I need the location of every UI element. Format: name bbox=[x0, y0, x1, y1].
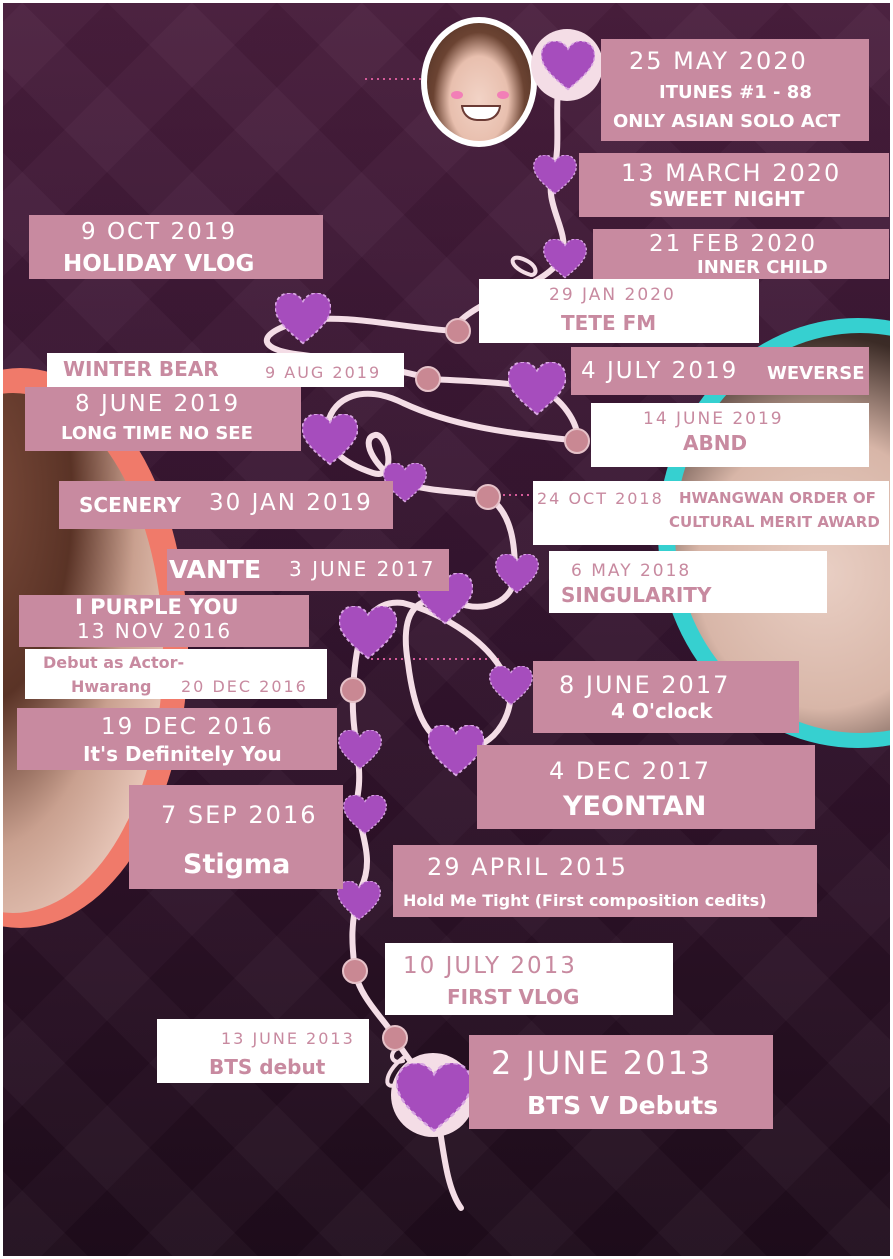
entry-line: CULTURAL MERIT AWARD bbox=[669, 513, 880, 531]
entry-24-oct-2018: 24 OCT 2018 HWANGWAN ORDER OF CULTURAL M… bbox=[533, 481, 889, 545]
entry-title: ABND bbox=[683, 431, 748, 455]
entry-line: Hwarang bbox=[71, 677, 152, 696]
entry-date: 13 MARCH 2020 bbox=[621, 159, 842, 187]
entry-date: 6 MAY 2018 bbox=[571, 561, 692, 581]
entry-29-jan-2020: 29 JAN 2020 TETE FM bbox=[479, 279, 759, 343]
entry-13-march-2020: 13 MARCH 2020 SWEET NIGHT bbox=[579, 153, 889, 217]
entry-title: INNER CHILD bbox=[697, 257, 828, 278]
entry-4-dec-2017: 4 DEC 2017 YEONTAN bbox=[477, 745, 815, 829]
entry-date: 29 JAN 2020 bbox=[549, 285, 676, 305]
heart-icon bbox=[508, 362, 566, 416]
entry-date: 21 FEB 2020 bbox=[649, 231, 817, 257]
entry-date: 4 DEC 2017 bbox=[549, 757, 712, 785]
entry-9-aug-2019: WINTER BEAR 9 AUG 2019 bbox=[47, 353, 404, 387]
entry-date: 9 AUG 2019 bbox=[265, 363, 382, 382]
entry-7-sep-2016: 7 SEP 2016 Stigma bbox=[129, 785, 343, 889]
entry-13-june-2013: 13 JUNE 2013 BTS debut bbox=[157, 1019, 369, 1083]
entry-title: LONG TIME NO SEE bbox=[61, 423, 253, 444]
heart-icon bbox=[338, 730, 382, 770]
entry-9-oct-2019: 9 OCT 2019 HOLIDAY VLOG bbox=[29, 215, 323, 279]
timeline-dot bbox=[342, 958, 368, 984]
entry-title: I PURPLE YOU bbox=[75, 595, 239, 619]
timeline-dot bbox=[415, 366, 441, 392]
entry-2-june-2013: 2 JUNE 2013 BTS V Debuts bbox=[469, 1035, 773, 1129]
entry-title: It's Definitely You bbox=[83, 742, 282, 766]
timeline-ribbon-layer bbox=[263, 29, 603, 1211]
entry-title: TETE FM bbox=[561, 311, 657, 335]
entry-title: 4 O'clock bbox=[611, 699, 713, 723]
entry-3-june-2017: VANTE 3 JUNE 2017 bbox=[167, 549, 449, 591]
heart-icon bbox=[339, 606, 397, 660]
entry-title: FIRST VLOG bbox=[447, 985, 580, 1009]
entry-30-jan-2019: SCENERY 30 JAN 2019 bbox=[59, 481, 393, 529]
entry-date: 7 SEP 2016 bbox=[161, 801, 318, 829]
heart-icon bbox=[275, 293, 331, 345]
entry-line: ITUNES #1 - 88 bbox=[659, 82, 812, 103]
top-face-photo bbox=[421, 17, 537, 147]
entry-date: 10 JULY 2013 bbox=[403, 953, 577, 979]
entry-4-july-2019: 4 JULY 2019 WEVERSE bbox=[571, 347, 869, 395]
entry-21-feb-2020: 21 FEB 2020 INNER CHILD bbox=[593, 229, 889, 279]
entry-title: WINTER BEAR bbox=[63, 357, 219, 381]
entry-title: Stigma bbox=[183, 849, 291, 880]
entry-date: 30 JAN 2019 bbox=[209, 490, 373, 516]
entry-title: SINGULARITY bbox=[561, 583, 712, 607]
entry-line: ONLY ASIAN SOLO ACT bbox=[613, 111, 841, 132]
entry-title: SWEET NIGHT bbox=[649, 187, 805, 211]
heart-icon bbox=[302, 414, 358, 466]
entry-date: 3 JUNE 2017 bbox=[289, 557, 436, 581]
entry-8-june-2019: 8 JUNE 2019 LONG TIME NO SEE bbox=[25, 387, 301, 451]
entry-date: 8 JUNE 2017 bbox=[559, 671, 731, 699]
heart-icon bbox=[343, 795, 387, 835]
entry-10-july-2013: 10 JULY 2013 FIRST VLOG bbox=[385, 943, 673, 1015]
entry-date: 13 JUNE 2013 bbox=[221, 1029, 355, 1048]
entry-date: 19 DEC 2016 bbox=[101, 714, 274, 740]
entry-title: WEVERSE bbox=[767, 363, 865, 384]
entry-13-nov-2016: I PURPLE YOU 13 NOV 2016 bbox=[19, 595, 309, 647]
entry-title: BTS debut bbox=[209, 1055, 326, 1079]
entry-title: BTS V Debuts bbox=[527, 1091, 719, 1120]
entry-29-april-2015: 29 APRIL 2015 Hold Me Tight (First compo… bbox=[393, 845, 817, 917]
heart-icon bbox=[533, 155, 577, 195]
entry-title: SCENERY bbox=[79, 493, 181, 517]
entry-19-dec-2016: 19 DEC 2016 It's Definitely You bbox=[17, 708, 337, 770]
heart-icon bbox=[337, 881, 381, 921]
entry-date: 20 DEC 2016 bbox=[181, 677, 308, 696]
timeline-dot bbox=[475, 484, 501, 510]
heart-icon bbox=[489, 666, 533, 706]
entry-date: 2 JUNE 2013 bbox=[491, 1044, 713, 1082]
timeline-dot bbox=[340, 677, 366, 703]
entry-20-dec-2016: Debut as Actor- Hwarang 20 DEC 2016 bbox=[25, 649, 327, 699]
entry-14-june-2019: 14 JUNE 2019 ABND bbox=[591, 403, 869, 467]
entry-title: VANTE bbox=[169, 555, 262, 584]
entry-date: 24 OCT 2018 bbox=[537, 489, 664, 508]
entry-line: Debut as Actor- bbox=[43, 653, 185, 672]
entry-8-june-2017: 8 JUNE 2017 4 O'clock bbox=[533, 661, 799, 733]
timeline-poster: 25 MAY 2020 ITUNES #1 - 88 ONLY ASIAN SO… bbox=[3, 3, 890, 1256]
timeline-dot bbox=[382, 1025, 408, 1051]
timeline-dot bbox=[564, 428, 590, 454]
entry-date: 13 NOV 2016 bbox=[77, 619, 233, 643]
entry-6-may-2018: 6 MAY 2018 SINGULARITY bbox=[549, 551, 827, 613]
heart-icon bbox=[495, 554, 539, 594]
entry-date: 9 OCT 2019 bbox=[81, 219, 238, 245]
entry-title: HOLIDAY VLOG bbox=[63, 251, 255, 277]
entry-date: 8 JUNE 2019 bbox=[75, 391, 241, 417]
entry-title: Hold Me Tight (First composition cedits) bbox=[403, 891, 767, 910]
entry-date: 14 JUNE 2019 bbox=[643, 409, 784, 429]
entry-date: 29 APRIL 2015 bbox=[427, 853, 628, 881]
entry-25-may-2020: 25 MAY 2020 ITUNES #1 - 88 ONLY ASIAN SO… bbox=[601, 39, 869, 141]
entry-date: 4 JULY 2019 bbox=[581, 358, 739, 384]
entry-title: YEONTAN bbox=[563, 791, 707, 822]
heart-icon bbox=[428, 725, 484, 777]
timeline-dot bbox=[445, 318, 471, 344]
entry-line: HWANGWAN ORDER OF bbox=[679, 489, 876, 507]
entry-date: 25 MAY 2020 bbox=[629, 47, 808, 75]
